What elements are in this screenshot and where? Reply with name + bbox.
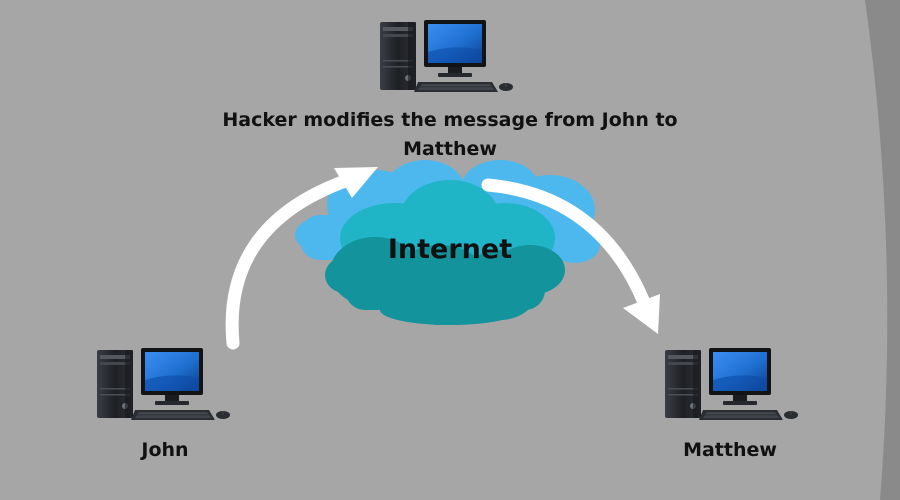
hacker-computer-icon: [379, 19, 514, 93]
curved-arrow-icon: [225, 167, 378, 350]
cloud-icon: [295, 160, 600, 325]
background-edge-shape: [865, 0, 900, 500]
matthew-computer-icon: [664, 347, 799, 421]
matthew-label: Matthew: [683, 439, 777, 461]
john-computer-icon: [96, 347, 231, 421]
john-label: John: [141, 439, 189, 461]
internet-label: Internet: [387, 234, 513, 265]
curved-arrow-icon: [481, 178, 660, 334]
hacker-caption: Hacker modifies the message from John to…: [222, 109, 678, 160]
